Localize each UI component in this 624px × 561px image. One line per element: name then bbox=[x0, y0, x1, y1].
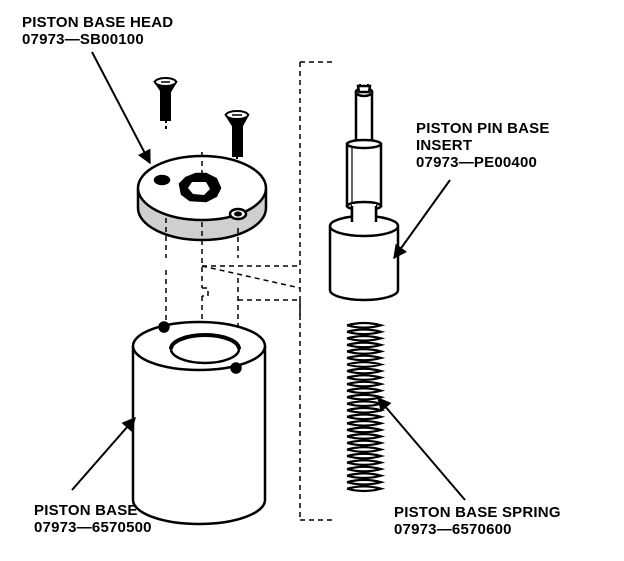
screw-left bbox=[153, 77, 178, 132]
arrow-base-label bbox=[71, 416, 136, 491]
piston-pin-base-insert-part bbox=[328, 84, 400, 302]
leader-arrows bbox=[71, 51, 466, 501]
head-part-number: 07973—SB00100 bbox=[22, 31, 144, 48]
piston-base-part bbox=[131, 320, 267, 526]
label-piston-base-spring: PISTON BASE SPRING 07973—6570600 bbox=[394, 504, 561, 538]
insert-name-line2: INSERT bbox=[416, 137, 473, 154]
label-piston-base-head: PISTON BASE HEAD 07973—SB00100 bbox=[22, 14, 173, 48]
insert-name-line1: PISTON PIN BASE bbox=[416, 120, 550, 137]
spring-part-number: 07973—6570600 bbox=[394, 521, 512, 538]
arrow-insert-label bbox=[393, 179, 451, 260]
label-piston-base: PISTON BASE 07973—6570500 bbox=[34, 502, 152, 536]
piston-base-spring-part bbox=[346, 321, 386, 493]
insert-part-number: 07973—PE00400 bbox=[416, 154, 538, 171]
piston-base-head-part bbox=[136, 154, 268, 242]
assembly-center-lines bbox=[165, 61, 335, 521]
head-name: PISTON BASE HEAD bbox=[22, 14, 174, 31]
base-name: PISTON BASE bbox=[34, 502, 138, 519]
label-piston-pin-base-insert: PISTON PIN BASE INSERT 07973—PE00400 bbox=[416, 120, 550, 171]
base-part-number: 07973—6570500 bbox=[34, 519, 152, 536]
spring-name: PISTON BASE SPRING bbox=[394, 504, 561, 521]
arrow-head-label bbox=[91, 51, 151, 165]
arrow-spring-label bbox=[377, 396, 466, 501]
